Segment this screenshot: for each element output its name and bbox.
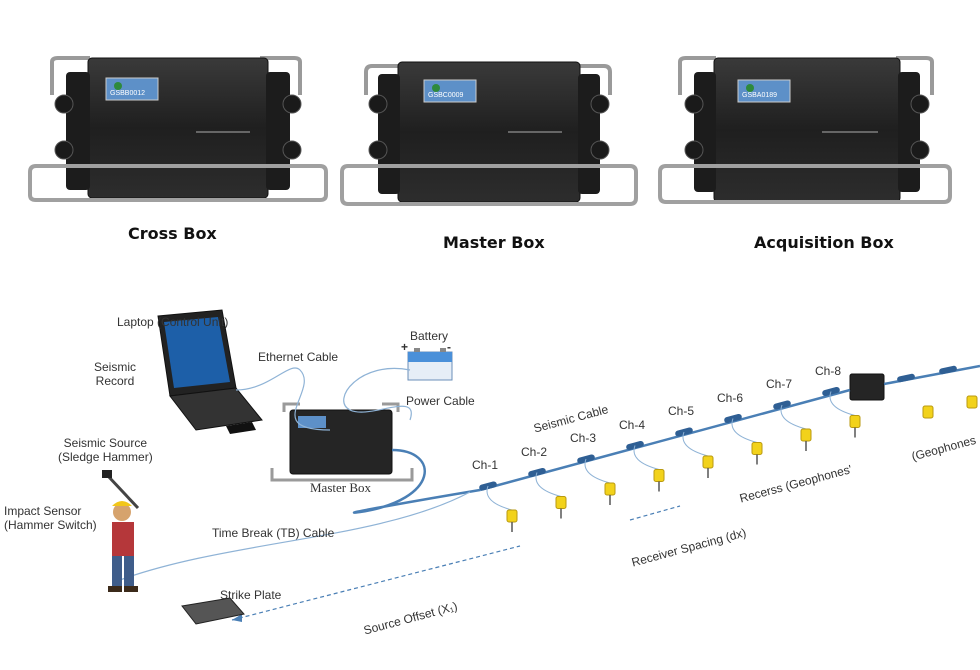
geophone-icon [849,415,861,428]
geophone-icon [702,455,714,469]
master-box-image [340,61,638,206]
master-box-serial: GSBC0009 [428,92,464,99]
channel-label: Ch-1 [472,458,499,472]
geophone-icon [922,405,934,419]
source-offset-dashed [231,545,521,621]
channel-marker [939,365,957,375]
geophone-lead [633,445,660,470]
laptop-image [157,309,263,434]
master-box-label: Master Box [310,480,372,495]
acquisition-box-image [658,56,952,204]
impact-sensor-label: Impact Sensor (Hammer Switch) [4,504,97,533]
geophone-lead [682,431,709,457]
time-break-cable-label: Time Break (TB) Cable [212,526,335,540]
geophone-icon [800,428,812,442]
channel-label: Ch-4 [619,417,646,432]
battery-minus-label: - [447,340,451,354]
ethernet-cable-label: Ethernet Cable [258,350,339,364]
battery-icon [407,348,453,381]
geophone-icon [751,442,763,455]
seismic-record-label: Seismic Record [94,360,137,389]
receiver-spacing-dashed [629,505,681,521]
survey-layout-diagram [102,309,980,625]
power-cable-line [343,367,412,421]
master-to-line-cable [352,448,481,514]
cross-box-serial: GSBB0012 [110,90,146,97]
geophone-icon [506,509,518,523]
cross-box-caption: Cross Box [128,224,217,243]
geophone-lead [486,485,513,511]
channel-label: Ch-2 [521,444,548,459]
power-cable-label: Power Cable [406,394,475,408]
acquisition-box-caption: Acquisition Box [754,233,894,252]
channel-markers [479,365,978,532]
channel-label: Ch-3 [570,431,597,445]
geophone-icon [653,469,665,482]
master-box-field-image [270,402,414,482]
battery-label: Battery [410,329,449,343]
cross-box-image [28,56,328,202]
geophone-icon [555,496,567,509]
channel-label: Ch-7 [766,377,793,391]
person-with-hammer-image [102,470,140,592]
ethernet-cable-line [235,367,331,431]
strike-plate-image [181,597,245,625]
acquisition-box-serial: GSBA0189 [742,92,778,99]
geophone-lead [731,418,758,443]
master-box-caption: Master Box [443,233,545,252]
geophone-lead [780,404,807,430]
acquisition-box-field-image [849,373,885,401]
geophone-icon [966,395,978,409]
strike-plate-label: Strike Plate [220,588,282,602]
geophone-lead [535,472,562,497]
geophone-icon [604,482,616,496]
channel-label: Ch-8 [815,363,842,378]
geophone-lead [584,458,611,484]
time-break-cable-line [119,491,471,581]
channel-label: Ch-5 [668,404,695,418]
channel-label: Ch-6 [717,390,744,405]
seismic-source-label: Seismic Source (Sledge Hammer) [58,436,153,465]
battery-plus-label: + [401,340,409,354]
laptop-label: Laptop (Control Unit) [117,315,229,329]
boxes-illustration [28,56,952,206]
channel-marker [897,373,915,383]
geophone-lead [829,391,856,416]
